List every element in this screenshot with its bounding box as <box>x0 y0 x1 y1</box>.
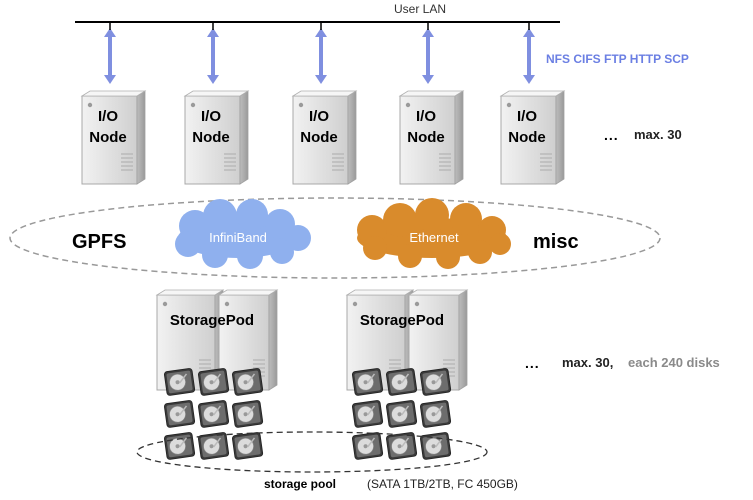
hard-disk-icon <box>385 368 418 396</box>
lan-link-arrow <box>104 28 116 84</box>
hard-disk-icon <box>385 432 418 460</box>
io-node-label-line2: Node <box>508 129 546 146</box>
hard-disk-icon <box>197 368 230 396</box>
hard-disk-icon <box>351 368 384 396</box>
lan-link-arrow <box>207 28 219 84</box>
io-node-label-line1: I/O <box>416 108 436 125</box>
hard-disk-icon <box>351 400 384 428</box>
io-node-label-line2: Node <box>192 129 230 146</box>
infiniband-cloud: InfiniBand <box>175 199 311 269</box>
hard-disk-icon <box>231 400 264 428</box>
hard-disk-icon <box>351 432 384 460</box>
storage-pod-label: StoragePod <box>170 312 254 329</box>
io-node-label-line2: Node <box>89 129 127 146</box>
ethernet-cloud: Ethernet <box>357 198 511 269</box>
lan-link-arrow <box>523 28 535 84</box>
hard-disk-icon <box>419 432 452 460</box>
hard-disk-icon <box>419 368 452 396</box>
lan-link-arrow <box>422 28 434 84</box>
io-node-5: I/O Node <box>499 90 566 185</box>
hard-disk-icon <box>197 432 230 460</box>
storage-max-detail: each 240 disks <box>628 355 720 370</box>
gpfs-label: GPFS <box>72 231 126 253</box>
infiniband-label: InfiniBand <box>209 230 267 245</box>
hard-disk-icon <box>163 368 196 396</box>
io-node-4: I/O Node <box>398 90 465 185</box>
ethernet-label: Ethernet <box>409 230 459 245</box>
io-node-label-line1: I/O <box>98 108 118 125</box>
lan-link-arrow <box>315 28 327 84</box>
io-node-1: I/O Node <box>80 90 147 185</box>
io-node-label-line2: Node <box>407 129 445 146</box>
storage-pool-label: storage pool <box>264 477 336 491</box>
disk-array <box>163 368 452 460</box>
protocols-label: NFS CIFS FTP HTTP SCP <box>546 52 689 66</box>
storage-pod-label: StoragePod <box>360 312 444 329</box>
storage-ellipsis: ... <box>525 355 540 371</box>
storage-pool-detail: (SATA 1TB/2TB, FC 450GB) <box>367 477 518 491</box>
hard-disk-icon <box>385 400 418 428</box>
hard-disk-icon <box>163 432 196 460</box>
user-lan-label: User LAN <box>394 2 446 16</box>
misc-label: misc <box>533 231 579 253</box>
hard-disk-icon <box>419 400 452 428</box>
io-node-3: I/O Node <box>291 90 358 185</box>
io-node-label-line1: I/O <box>201 108 221 125</box>
io-node-2: I/O Node <box>183 90 250 185</box>
hard-disk-icon <box>163 400 196 428</box>
hard-disk-icon <box>231 368 264 396</box>
io-node-label-line1: I/O <box>309 108 329 125</box>
lan-drops <box>104 22 535 84</box>
storage-pool-ellipse <box>136 431 488 473</box>
io-ellipsis: ... <box>604 127 619 143</box>
io-max-label: max. 30 <box>634 127 682 142</box>
storage-pod-server <box>407 289 469 391</box>
io-node-label-line2: Node <box>300 129 338 146</box>
io-nodes-group: I/O Node I/O Node I/O Node I/O Node I/O Node <box>80 90 566 185</box>
hard-disk-icon <box>231 432 264 460</box>
hard-disk-icon <box>197 400 230 428</box>
storage-max-label: max. 30, <box>562 355 613 370</box>
network-ellipse <box>9 197 661 279</box>
io-node-label-line1: I/O <box>517 108 537 125</box>
